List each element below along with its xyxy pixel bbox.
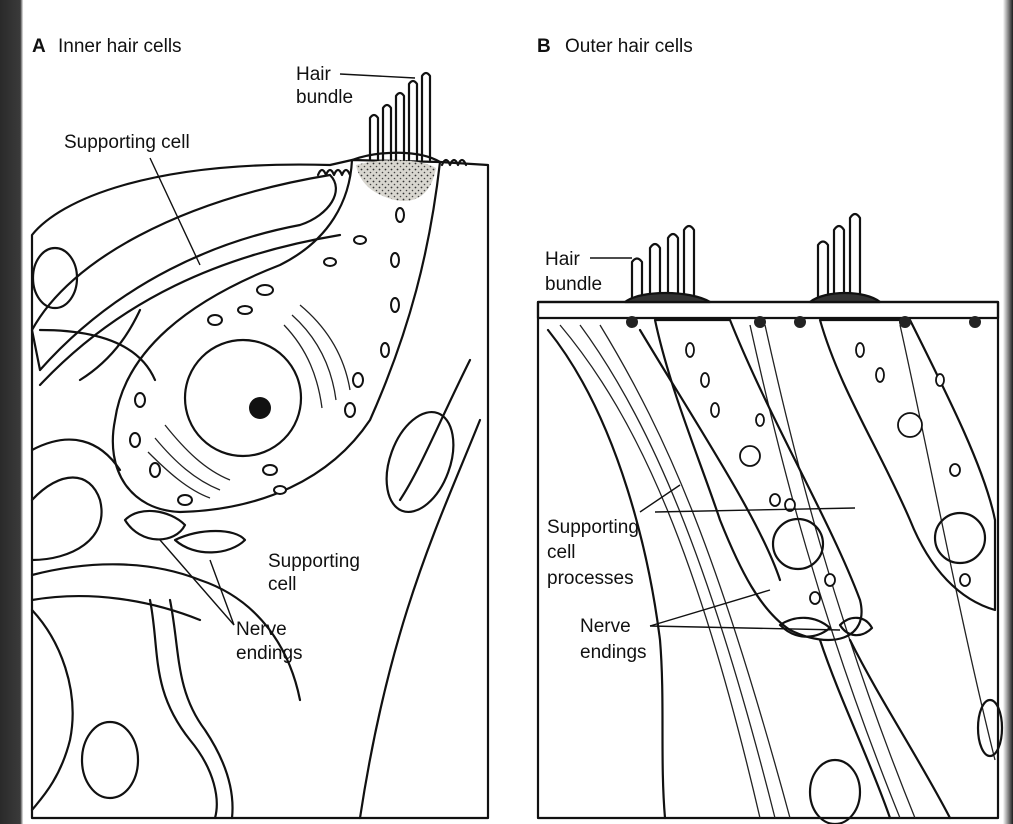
panel-a-title: Inner hair cells: [58, 36, 182, 57]
panel-a-letter: A: [32, 36, 46, 57]
hair-bundle-a: [370, 73, 430, 160]
outer-cell-1-nucleus: [773, 519, 823, 569]
hair-bundle-label-a-2: bundle: [296, 87, 353, 108]
nerve-ending-a1: [125, 511, 185, 539]
nerve-endings-label-a-1: Nerve: [236, 619, 287, 640]
outer-cell-2-nucleus: [935, 513, 985, 563]
hair-bundle-label-a-1: Hair: [296, 64, 332, 85]
supporting-processes-label-3: processes: [547, 568, 634, 589]
hair-bundle-b2: [810, 214, 880, 302]
inner-hair-cell: [113, 153, 440, 512]
nucleus-bottom: [82, 722, 138, 798]
nerve-endings-label-b-2: endings: [580, 642, 647, 663]
supporting-processes-label-1: Supporting: [547, 517, 639, 538]
supporting-cell-label-top: Supporting cell: [64, 132, 190, 153]
hair-bundle-label-b-1: Hair: [545, 249, 581, 270]
panel-a: A Inner hair cells Hair bundle Supportin…: [32, 36, 488, 818]
panel-b-letter: B: [537, 36, 551, 57]
reticular-lamina: [538, 302, 998, 318]
panel-b: B Outer hair cells Hair bundle Supportin…: [537, 36, 1002, 824]
outer-cell-2-organelles: [856, 343, 970, 586]
supporting-cell-label-2a: Supporting: [268, 551, 360, 572]
nerve-ending-a2: [175, 531, 245, 552]
hair-bundle-label-b-2: bundle: [545, 274, 602, 295]
outer-hair-cell-1: [655, 320, 862, 640]
nucleolus: [249, 397, 271, 419]
nerve-endings-label-b-1: Nerve: [580, 616, 631, 637]
panel-b-title: Outer hair cells: [565, 36, 693, 57]
mitochondria: [130, 208, 404, 505]
hair-bundle-b1: [625, 226, 710, 302]
supporting-cell-label-2b: cell: [268, 574, 297, 595]
supporting-processes-label-2: cell: [547, 542, 576, 563]
nucleus-b-bottom: [810, 760, 860, 824]
nerve-endings-label-a-2: endings: [236, 643, 303, 664]
nucleus: [185, 340, 301, 456]
